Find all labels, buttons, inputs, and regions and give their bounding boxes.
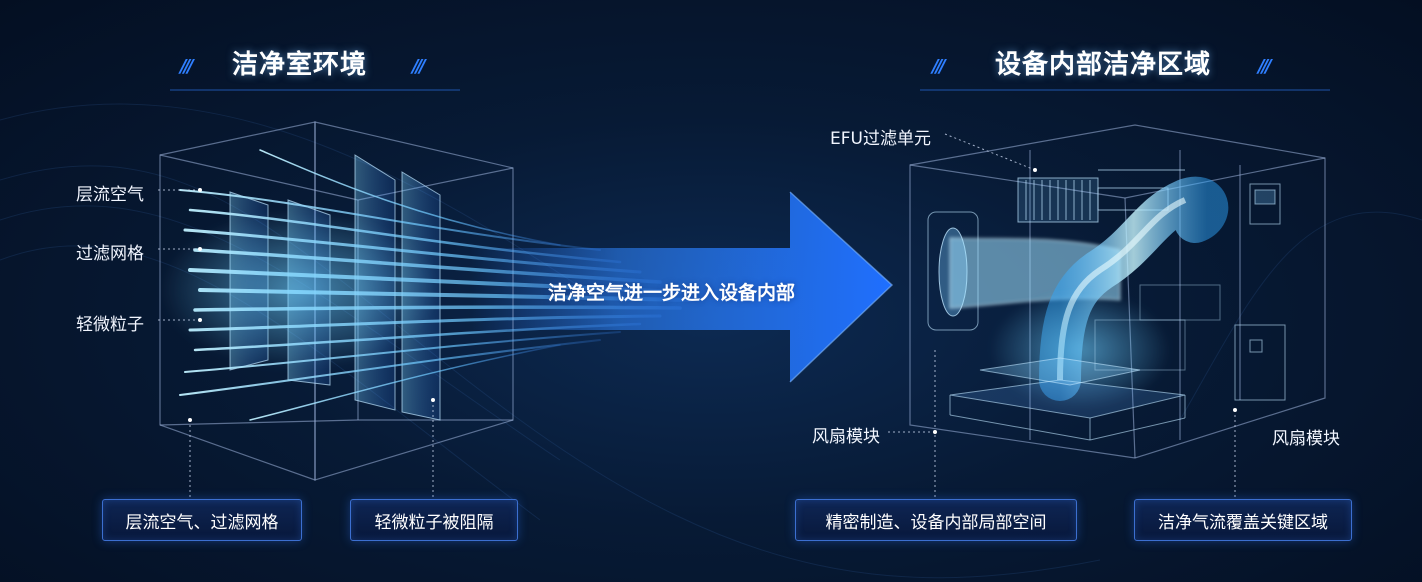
label-fan-right: 风扇模块 bbox=[1272, 429, 1340, 449]
box-precision-space: 精密制造、设备内部局部空间 bbox=[795, 499, 1077, 541]
label-efu: EFU过滤单元 bbox=[830, 129, 931, 149]
label-filter-grid: 过滤网格 bbox=[76, 244, 144, 264]
leader-dots bbox=[188, 168, 1237, 434]
flow-glow bbox=[160, 210, 440, 370]
machine-base bbox=[949, 284, 1221, 441]
right-title: 设备内部洁净区域 bbox=[995, 50, 1212, 80]
flow-arrow bbox=[470, 191, 894, 383]
efu-filter-unit bbox=[1017, 169, 1185, 223]
box-laminar-grid: 层流空气、过滤网格 bbox=[102, 499, 302, 541]
title-chevron-left-b: /// bbox=[412, 56, 426, 77]
title-chevron-right-b: /// bbox=[1258, 56, 1272, 77]
label-particles: 轻微粒子 bbox=[76, 315, 144, 335]
box-particles-blocked: 轻微粒子被阻隔 bbox=[350, 499, 518, 541]
left-title: 洁净室环境 bbox=[232, 50, 368, 80]
label-laminar-air: 层流空气 bbox=[76, 185, 144, 205]
control-panel bbox=[1234, 183, 1286, 401]
label-fan-left: 风扇模块 bbox=[812, 427, 880, 447]
box-clean-coverage: 洁净气流覆盖关键区域 bbox=[1134, 499, 1352, 541]
clean-airflow-tube bbox=[990, 176, 1229, 410]
title-chevron-right-a: /// bbox=[932, 56, 946, 77]
title-chevron-left-a: /// bbox=[180, 56, 194, 77]
arrow-text: 洁净空气进一步进入设备内部 bbox=[548, 282, 796, 304]
leader-lines bbox=[158, 133, 1236, 498]
